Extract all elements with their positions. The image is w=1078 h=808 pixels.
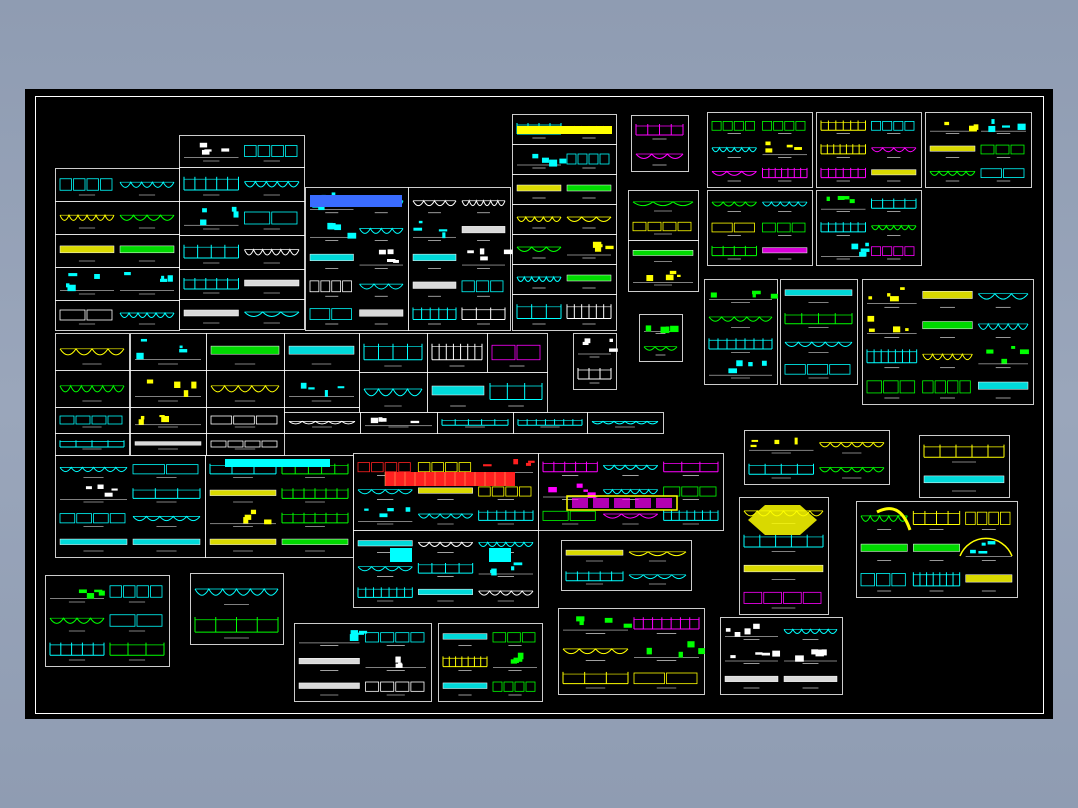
drawing-sheet[interactable] xyxy=(427,372,548,413)
drawing-sheet[interactable] xyxy=(206,370,285,408)
drawing-sheet[interactable] xyxy=(179,135,305,168)
accent-details xyxy=(225,126,1013,562)
drawing-sheet[interactable] xyxy=(512,234,617,265)
drawing-sheet[interactable] xyxy=(862,279,1034,405)
drawing-sheet[interactable] xyxy=(707,112,813,188)
drawing-sheet[interactable] xyxy=(925,112,1032,188)
drawing-sheet[interactable] xyxy=(55,267,180,301)
drawing-sheet[interactable] xyxy=(179,167,305,202)
drawing-sheet[interactable] xyxy=(631,115,689,172)
drawing-sheet[interactable] xyxy=(919,435,1010,498)
drawing-sheet[interactable] xyxy=(190,573,284,645)
drawing-sheet[interactable] xyxy=(55,407,130,434)
drawing-sheet[interactable] xyxy=(538,453,724,531)
drawing-sheet[interactable] xyxy=(628,240,699,292)
drawing-sheet[interactable] xyxy=(130,407,207,434)
drawing-sheet[interactable] xyxy=(816,112,922,188)
drawing-sheet[interactable] xyxy=(512,204,617,235)
drawing-sheet[interactable] xyxy=(487,333,548,373)
drawing-sheet[interactable] xyxy=(284,412,361,434)
drawing-sheet[interactable] xyxy=(55,300,180,331)
drawing-sheet[interactable] xyxy=(353,453,539,531)
drawing-sheet[interactable] xyxy=(206,333,285,371)
drawing-sheet[interactable] xyxy=(587,412,664,434)
drawing-sheet[interactable] xyxy=(130,333,207,371)
drawing-sheet[interactable] xyxy=(130,433,207,456)
drawing-sheet[interactable] xyxy=(130,370,207,408)
drawing-sheet[interactable] xyxy=(744,430,890,485)
drawing-sheet[interactable] xyxy=(573,333,618,390)
drawing-sheet[interactable] xyxy=(284,370,360,408)
drawing-sheet[interactable] xyxy=(856,501,1018,598)
drawing-sheet[interactable] xyxy=(438,623,543,702)
drawing-sheet[interactable] xyxy=(353,530,539,608)
drawing-sheet[interactable] xyxy=(179,201,305,236)
drawing-sheet[interactable] xyxy=(707,190,813,266)
drawing-sheet[interactable] xyxy=(294,623,432,702)
drawing-sheet[interactable] xyxy=(360,412,438,434)
drawing-sheet[interactable] xyxy=(305,187,409,331)
drawing-sheet[interactable] xyxy=(205,455,354,558)
drawing-sheet[interactable] xyxy=(639,314,683,362)
drawing-sheet[interactable] xyxy=(179,235,305,270)
drawing-sheet[interactable] xyxy=(427,333,488,373)
drawing-sheet[interactable] xyxy=(55,234,180,268)
drawing-sheet[interactable] xyxy=(512,174,617,205)
outer-border-frame xyxy=(35,96,1044,714)
drawing-sheet[interactable] xyxy=(359,372,428,413)
drawing-sheet[interactable] xyxy=(55,168,180,202)
drawing-sheet[interactable] xyxy=(45,575,170,667)
drawing-sheet[interactable] xyxy=(206,433,285,456)
drawing-sheet[interactable] xyxy=(55,370,130,408)
drawing-sheet[interactable] xyxy=(206,407,285,434)
drawing-sheet[interactable] xyxy=(55,201,180,235)
drawing-sheet[interactable] xyxy=(359,333,428,373)
drawing-sheet[interactable] xyxy=(720,617,843,695)
drawing-sheet[interactable] xyxy=(512,144,617,175)
drawing-sheet[interactable] xyxy=(55,433,130,456)
drawing-sheet[interactable] xyxy=(561,540,692,591)
drawing-sheet[interactable] xyxy=(558,608,705,695)
drawing-sheet[interactable] xyxy=(408,187,513,331)
drawing-sheet[interactable] xyxy=(55,333,130,371)
drawing-sheet[interactable] xyxy=(816,190,922,266)
drawing-sheet[interactable] xyxy=(512,264,617,295)
drawing-sheet[interactable] xyxy=(704,279,778,385)
drawing-sheet[interactable] xyxy=(55,455,206,558)
drawing-sheet[interactable] xyxy=(513,412,588,434)
drawing-sheet[interactable] xyxy=(179,299,305,330)
drawing-sheet[interactable] xyxy=(628,190,699,241)
drawing-sheet[interactable] xyxy=(780,279,858,385)
drawing-sheet[interactable] xyxy=(284,333,360,371)
drawing-sheet[interactable] xyxy=(512,294,617,331)
drawing-sheet[interactable] xyxy=(179,269,305,300)
drawing-sheet[interactable] xyxy=(437,412,514,434)
